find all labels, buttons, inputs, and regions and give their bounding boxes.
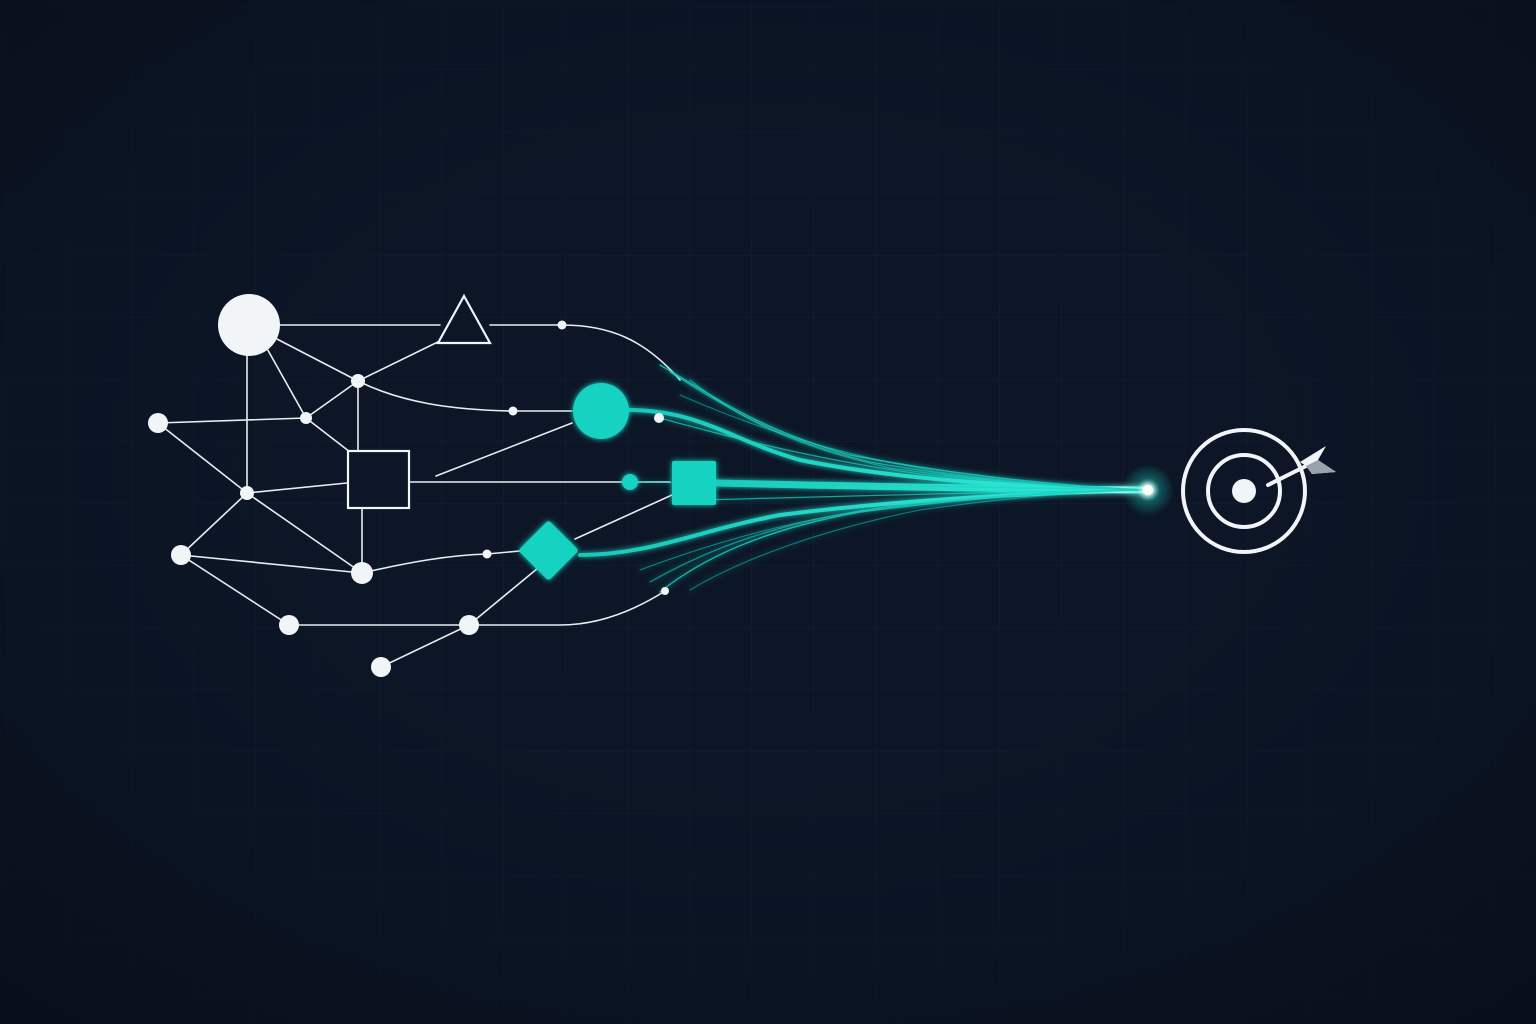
focus-point [1143, 485, 1153, 495]
triangle-node [436, 293, 492, 345]
network-edges [157, 324, 681, 668]
teal-dot-node [622, 474, 638, 490]
dot-node [279, 615, 299, 635]
edge [486, 550, 521, 555]
edge [574, 494, 673, 540]
edge [180, 492, 248, 556]
dot-node [240, 486, 254, 500]
arrow-shaft [1266, 464, 1308, 487]
edge [180, 554, 363, 574]
small-dot-node [661, 587, 669, 595]
stream-line [659, 364, 1149, 491]
target-with-arrow-icon [1181, 428, 1336, 554]
large-circle-node [218, 294, 280, 356]
edge [246, 492, 363, 574]
edge [246, 482, 348, 494]
edge [357, 336, 449, 382]
edge [357, 380, 514, 412]
small-dot-node [557, 320, 567, 330]
teal-diamond-node [519, 521, 578, 580]
small-dot-node [654, 413, 664, 423]
dot-node [351, 374, 365, 388]
teal-nodes [519, 383, 716, 580]
edge [435, 422, 573, 477]
teal-square-node [672, 461, 716, 505]
dot-node [148, 413, 168, 433]
edge [157, 422, 248, 494]
network-nodes [148, 294, 669, 677]
edge [305, 417, 351, 453]
dot-node [371, 657, 391, 677]
stream-line [689, 489, 1149, 591]
edge [180, 554, 290, 626]
edge [264, 344, 307, 419]
dot-node [459, 615, 479, 635]
edge [468, 590, 666, 626]
target-inner-ring [1206, 453, 1282, 529]
edge [380, 624, 470, 668]
target-bullseye [1232, 479, 1256, 503]
teal-circle-node [573, 383, 629, 439]
square-outline-node [346, 449, 411, 510]
edge [274, 337, 359, 382]
target-outer-ring [1181, 428, 1307, 554]
stream-line [639, 489, 1149, 571]
stream-line [699, 489, 1149, 501]
edge [361, 553, 488, 574]
small-dot-node [508, 406, 518, 416]
edge [305, 380, 359, 419]
edge [489, 324, 681, 381]
stream-line [679, 394, 1149, 491]
dot-node [300, 412, 312, 424]
dot-node [351, 562, 373, 584]
small-dot-node [482, 549, 492, 559]
arrow-fletching-shade [1306, 460, 1336, 474]
dot-node [171, 545, 191, 565]
edge [157, 417, 307, 424]
edge [468, 567, 539, 626]
